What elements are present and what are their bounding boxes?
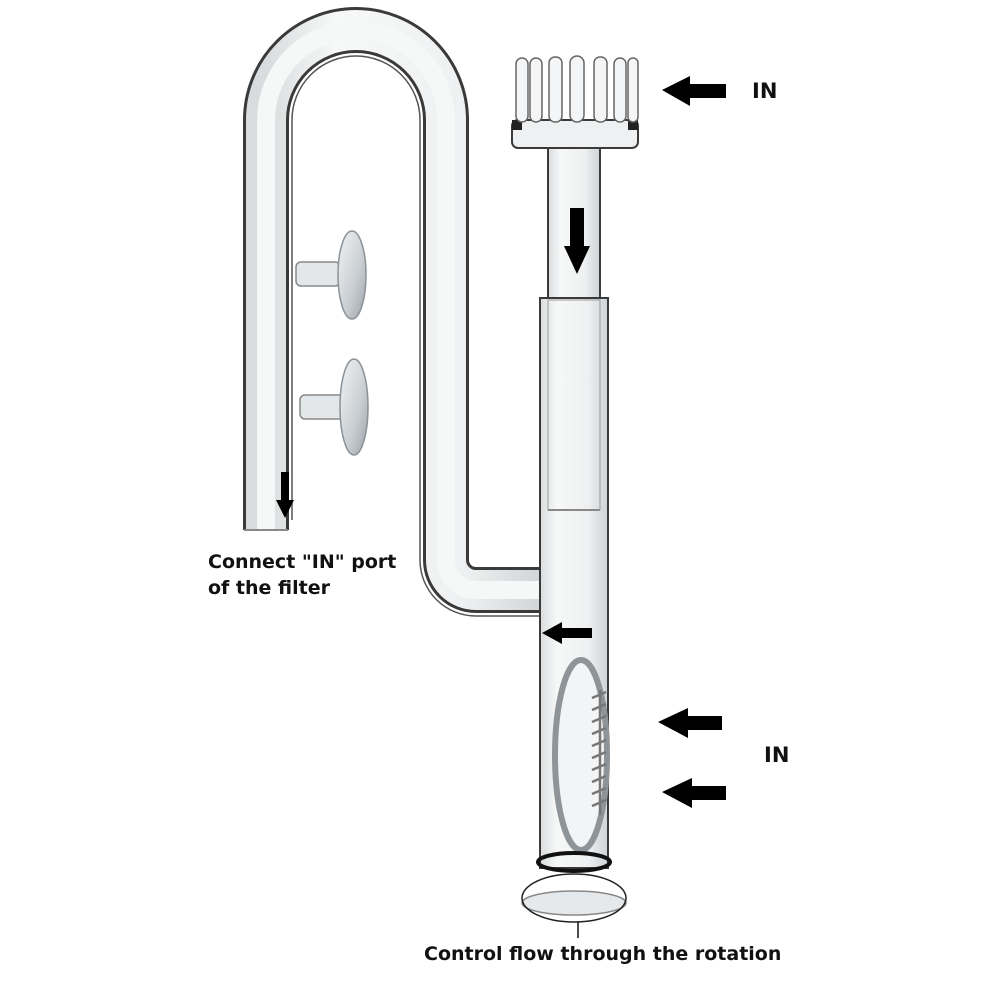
outlet-label-line2: of the filter [208,576,330,599]
top-in-arrow-icon [662,76,726,106]
side-in-arrow-upper-icon [658,708,722,738]
suction-cup-upper [295,230,367,320]
flow-control-ring [521,851,627,938]
inflow-tube [539,139,609,869]
outlet-down-arrow-icon [276,472,294,518]
side-in-label: IN [764,743,790,767]
surface-skimmer-crown [511,55,639,149]
side-in-arrow-lower-icon [662,778,726,808]
outlet-label: Connect "IN" port of the filter [208,550,396,601]
junction-arrow-icon [542,622,592,644]
spring-icon [591,690,607,815]
side-intake-slot [552,657,610,853]
bottom-label: Control flow through the rotation [424,943,782,965]
suction-cup-lower [299,358,369,456]
top-in-label: IN [752,79,778,103]
down-flow-arrow-icon [564,208,590,274]
outlet-label-line1: Connect "IN" port [208,551,397,573]
outlet-pipe [243,7,548,617]
